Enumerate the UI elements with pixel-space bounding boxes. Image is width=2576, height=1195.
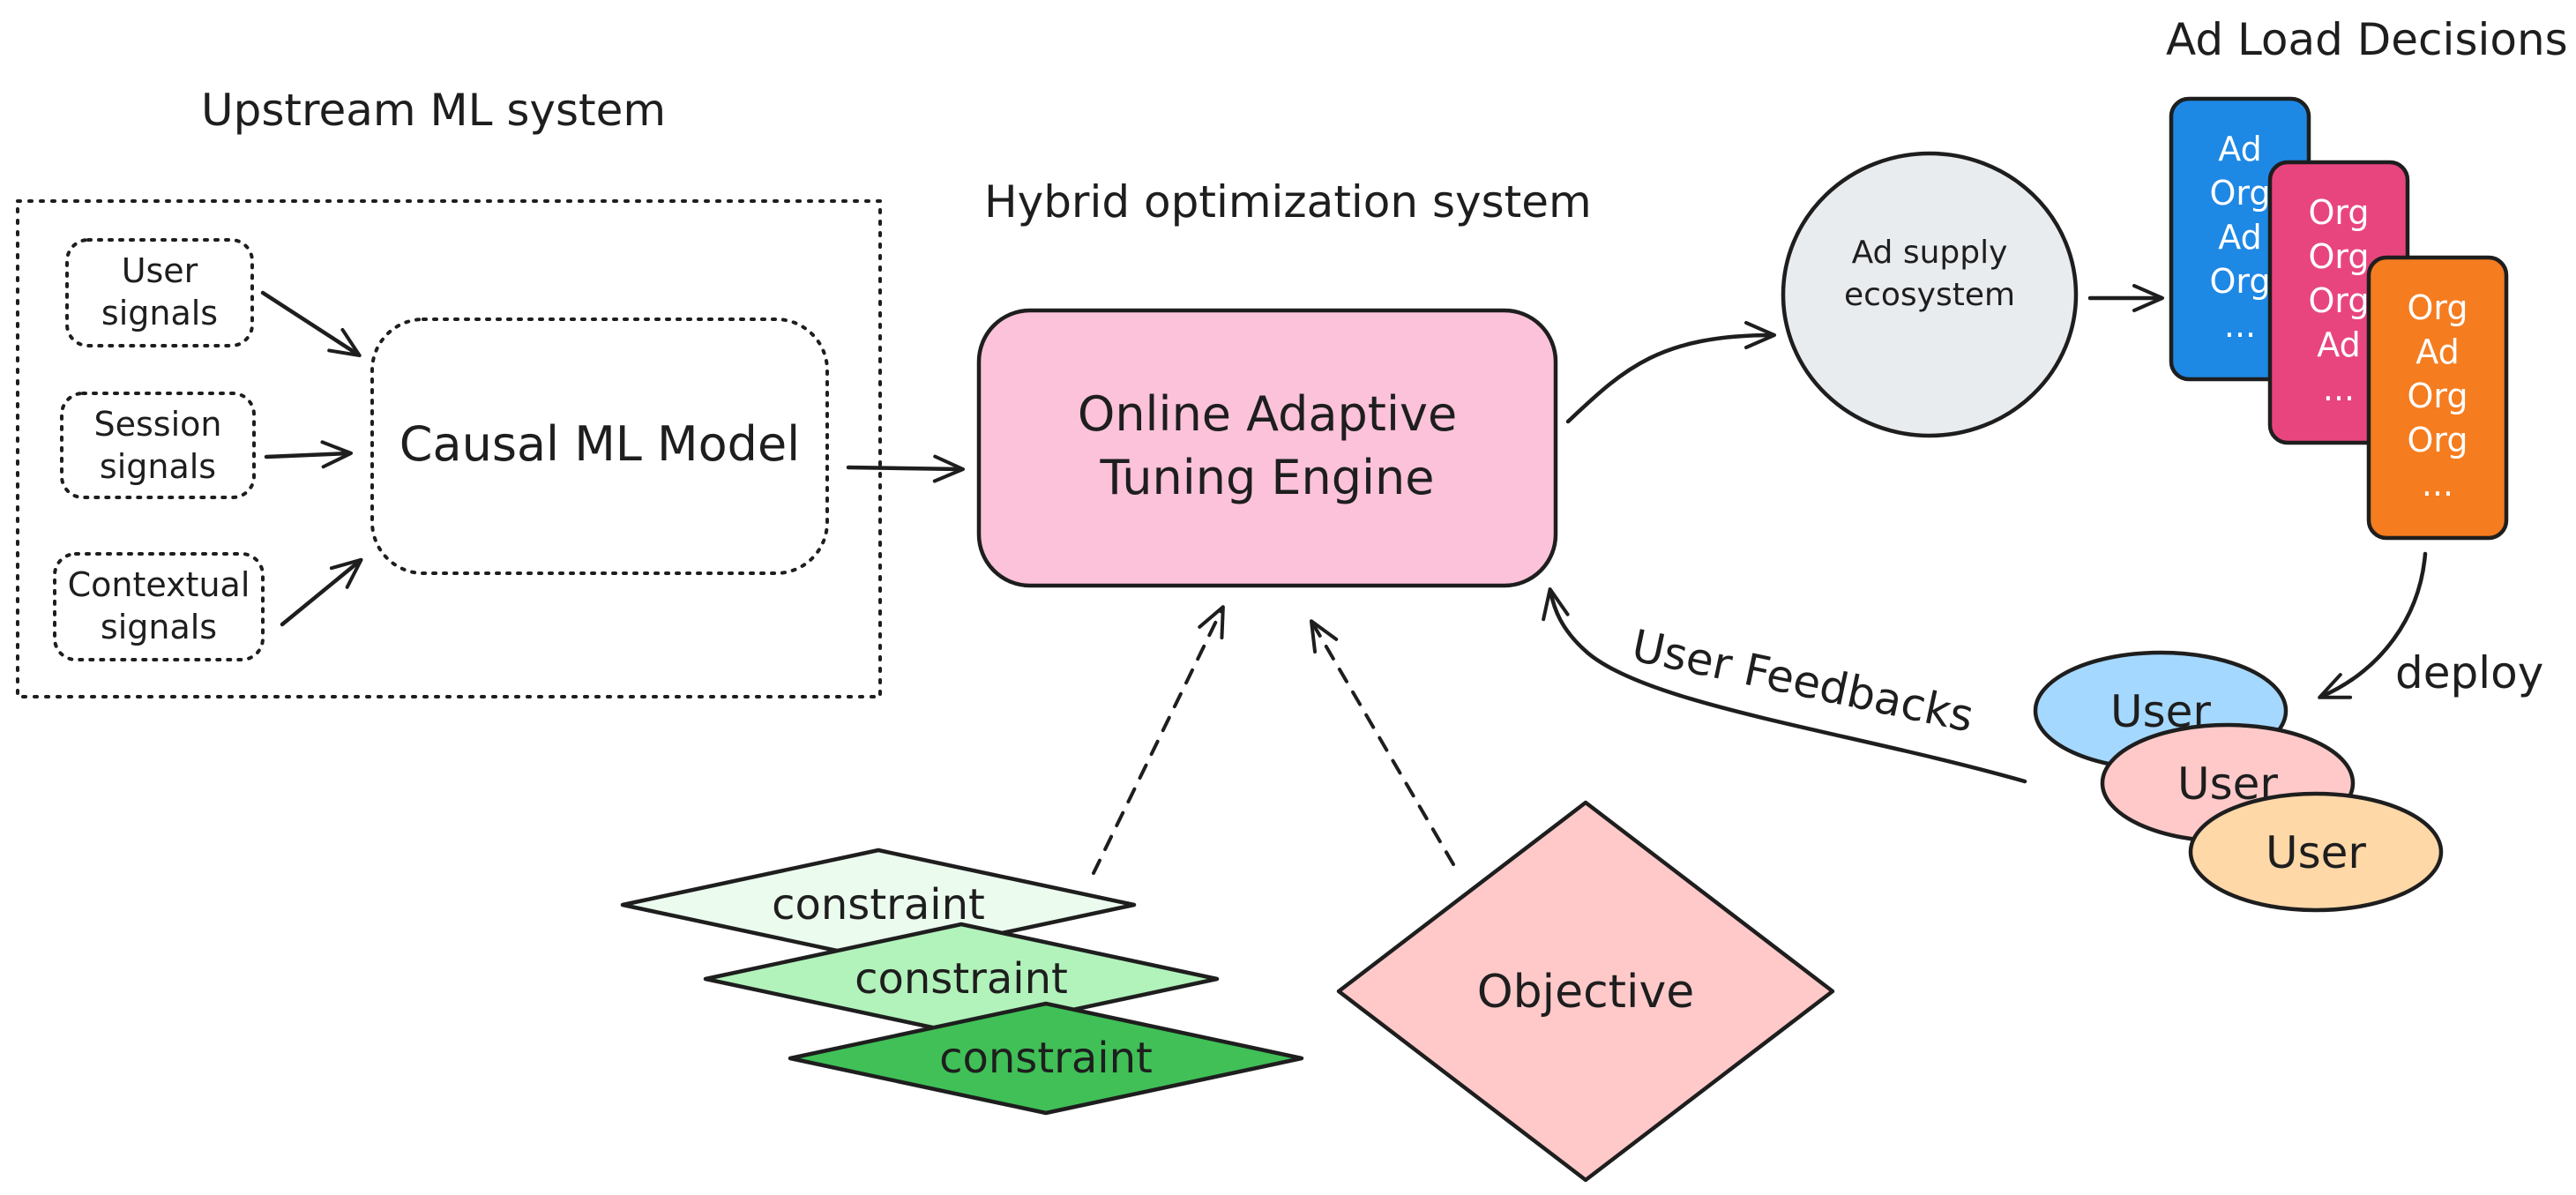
ad-supply-ecosystem: Ad supply ecosystem: [1781, 151, 2079, 438]
causal-to-engine-arrow: [846, 454, 965, 483]
ad-supply-line1: Ad supply: [1852, 235, 2008, 271]
decision-card-background: [2366, 255, 2509, 541]
decision-card: OrgAdOrgOrg...: [2366, 255, 2509, 541]
session-signals-line2: signals: [100, 447, 216, 486]
session-signals-arrow: [264, 440, 353, 469]
upstream-title: Upstream ML system: [201, 85, 666, 136]
deploy-arrow: [2318, 551, 2428, 699]
user-ellipse-shape: [2188, 791, 2444, 913]
constraints-stack: constraint constraint constraint: [620, 848, 1304, 1116]
decision-card-line: Org: [2309, 237, 2370, 276]
tuning-engine-line1: Online Adaptive: [1078, 386, 1457, 442]
user-signals-arrow: [260, 290, 362, 358]
decision-card-line: Org: [2210, 262, 2271, 301]
constraint-rhombus: [703, 922, 1220, 1036]
decision-card-line: ...: [2224, 306, 2256, 345]
objective-diamond: Objective: [1336, 800, 1835, 1183]
decision-card-line: Org: [2408, 421, 2468, 459]
ad-load-decision-cards: AdOrgAdOrg...OrgOrgOrgAd...OrgAdOrgOrg..…: [2169, 96, 2509, 541]
session-signals-box: Session signals: [60, 392, 256, 499]
tuning-engine-box: Online Adaptive Tuning Engine: [976, 308, 1558, 588]
contextual-signals-line2: signals: [101, 608, 217, 646]
causal-ml-model-box: Causal ML Model: [370, 317, 829, 575]
decision-card-line: Ad: [2415, 332, 2459, 371]
decision-card-line: Ad: [2218, 130, 2261, 168]
user-ellipse: User: [2188, 791, 2444, 913]
decision-card-line: Ad: [2317, 325, 2360, 364]
objective-label: Objective: [1477, 966, 1695, 1019]
tuning-engine-line2: Tuning Engine: [1100, 450, 1435, 505]
constraint-label: constraint: [939, 1034, 1153, 1083]
decision-card-line: ...: [2323, 370, 2355, 408]
decision-card-line: Org: [2309, 193, 2370, 232]
decision-card-line: Org: [2210, 174, 2271, 213]
decision-card-line: Org: [2408, 288, 2468, 327]
engine-to-supply-arrow: [1565, 321, 1776, 424]
decision-card-line: Org: [2309, 281, 2370, 320]
objective-to-engine-arrow: [1309, 619, 1455, 866]
user-signals-line1: User: [122, 251, 198, 290]
constraint-shape: constraint: [703, 922, 1220, 1036]
upstream-group-frame: [16, 199, 882, 698]
causal-ml-model-label: Causal ML Model: [399, 416, 800, 472]
contextual-signals-arrow: [280, 557, 363, 627]
constraint-rhombus: [788, 1001, 1304, 1116]
constraints-to-engine-arrow: [1092, 605, 1225, 875]
constraint-label: constraint: [772, 880, 985, 930]
user-feedback-label: User Feedbacks: [1628, 620, 1978, 743]
contextual-signals-line1: Contextual: [68, 565, 250, 604]
constraint-shape: constraint: [788, 1001, 1304, 1116]
user-signals-box: User signals: [65, 238, 254, 347]
hybrid-title: Hybrid optimization system: [984, 176, 1592, 228]
user-label: User: [2266, 827, 2366, 878]
constraint-label: constraint: [855, 954, 1068, 1004]
ad-load-title: Ad Load Decisions: [2166, 14, 2568, 65]
user-signals-line2: signals: [101, 294, 218, 332]
decision-card-line: ...: [2422, 465, 2453, 504]
session-signals-line1: Session: [94, 405, 222, 444]
deploy-label: deploy: [2395, 647, 2543, 698]
decision-card-line: Org: [2408, 377, 2468, 415]
contextual-signals-box: Contextual signals: [53, 552, 265, 661]
ad-supply-line2: ecosystem: [1844, 277, 2015, 313]
decision-card-line: Ad: [2218, 218, 2261, 257]
user-feedback-arrow: [1542, 587, 2027, 784]
